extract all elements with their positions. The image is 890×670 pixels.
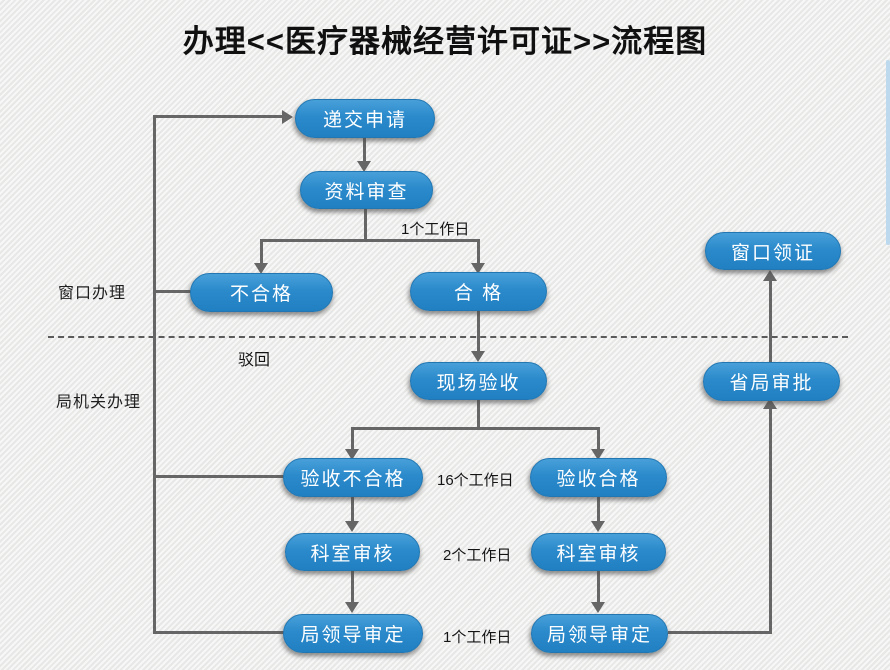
arrowhead-into-inspection-failed bbox=[345, 449, 359, 460]
arrowhead-into-leader-left bbox=[345, 602, 359, 613]
edge-qualified-to-onsite bbox=[477, 311, 480, 353]
arrowhead-into-certificate bbox=[763, 270, 777, 281]
label-dept-review-duration: 2个工作日 bbox=[443, 547, 512, 564]
arrowhead-into-qualified bbox=[471, 263, 485, 274]
node-onsite-inspection: 现场验收 bbox=[410, 362, 547, 400]
edge-inspection-failed-to-feedback bbox=[156, 475, 285, 478]
lane-label-bureau: 局机关办理 bbox=[56, 394, 142, 411]
node-dept-review-left: 科室审核 bbox=[285, 533, 420, 571]
arrowhead-into-onsite bbox=[471, 351, 485, 362]
edge-insppass-to-dept-right bbox=[597, 497, 600, 523]
arrowhead-into-inspection-passed bbox=[591, 449, 605, 460]
node-dept-review-right: 科室审核 bbox=[531, 533, 666, 571]
arrowhead-into-unqualified bbox=[254, 263, 268, 274]
edge-dept-left-to-leader-left bbox=[351, 571, 354, 604]
label-inspection-duration: 16个工作日 bbox=[437, 472, 514, 489]
arrowhead-into-leader-right bbox=[591, 602, 605, 613]
node-provincial-approval: 省局审批 bbox=[703, 362, 840, 401]
node-leader-approval-left: 局领导审定 bbox=[283, 614, 423, 653]
edge-provincial-to-certificate bbox=[769, 277, 772, 362]
edge-leader-left-to-feedback bbox=[156, 631, 285, 634]
lane-label-window: 窗口办理 bbox=[58, 285, 127, 302]
arrowhead-into-review bbox=[357, 161, 371, 172]
node-unqualified: 不合格 bbox=[190, 273, 333, 312]
edge-unqualified-to-feedback bbox=[156, 290, 192, 293]
node-document-review: 资料审查 bbox=[300, 171, 433, 209]
page-title: 办理<<医疗器械经营许可证>>流程图 bbox=[182, 24, 708, 59]
edge-onsite-split-horizontal bbox=[351, 427, 600, 430]
edge-onsite-stem bbox=[477, 400, 480, 429]
label-leader-approval-duration: 1个工作日 bbox=[443, 629, 512, 646]
right-edge-strip bbox=[886, 60, 890, 245]
edge-leader-right-horizontal bbox=[668, 631, 772, 634]
arrowhead-into-dept-right bbox=[591, 521, 605, 532]
label-reject: 驳回 bbox=[238, 352, 271, 369]
edge-dept-right-to-leader-right bbox=[597, 571, 600, 604]
edge-review-split-horizontal bbox=[260, 239, 480, 242]
edge-review-stem bbox=[364, 208, 367, 241]
node-inspection-passed: 验收合格 bbox=[530, 458, 667, 497]
label-doc-review-duration: 1个工作日 bbox=[401, 221, 470, 238]
node-window-certificate: 窗口领证 bbox=[705, 232, 841, 270]
node-submit-application: 递交申请 bbox=[295, 99, 435, 138]
edge-feedback-top-horizontal bbox=[153, 115, 283, 118]
arrowhead-into-submit bbox=[282, 110, 293, 124]
node-qualified: 合 格 bbox=[410, 272, 547, 311]
edge-inspfail-to-dept-left bbox=[351, 497, 354, 523]
edge-split-to-inspection-passed bbox=[597, 427, 600, 451]
edge-split-to-qualified bbox=[477, 239, 480, 265]
edge-split-to-inspection-failed bbox=[351, 427, 354, 451]
node-leader-approval-right: 局领导审定 bbox=[531, 614, 668, 653]
edge-feedback-vertical bbox=[153, 115, 156, 634]
node-inspection-failed: 验收不合格 bbox=[283, 458, 423, 497]
edge-submit-to-review bbox=[363, 138, 366, 163]
edge-split-to-unqualified bbox=[260, 239, 263, 265]
lane-separator-dashed-line bbox=[48, 336, 848, 338]
arrowhead-into-provincial bbox=[763, 398, 777, 409]
edge-up-to-provincial bbox=[769, 404, 772, 634]
arrowhead-into-dept-left bbox=[345, 521, 359, 532]
